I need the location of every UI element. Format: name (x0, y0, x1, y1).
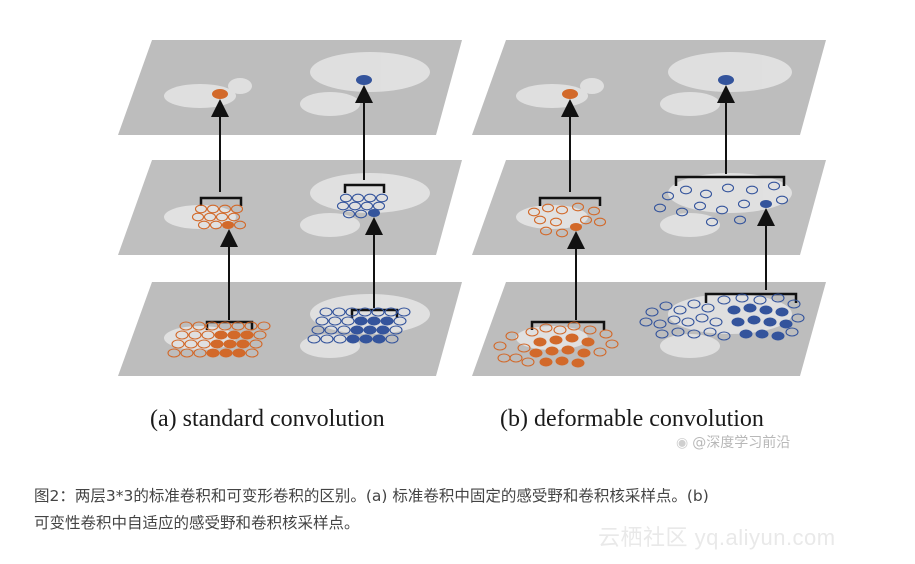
sampling-grid-b-orange-bottom (493, 321, 619, 367)
activation-point-blue-b (718, 75, 734, 85)
weibo-icon: ◉ (676, 435, 689, 451)
bracket-b-blue-bottom (704, 292, 798, 303)
convolution-diagram (118, 40, 826, 376)
panel-b (472, 40, 826, 376)
weibo-watermark: ◉@深度学习前沿 (676, 432, 790, 452)
plane-a-bottom (118, 282, 462, 376)
sample-points-b-orange-bottom (529, 333, 595, 368)
sample-points-a-blue-bottom (346, 316, 394, 344)
activation-point-orange (212, 89, 228, 99)
sampling-grid-b-blue-mid (653, 181, 789, 227)
plane-b-middle (472, 160, 826, 255)
figure-caption: 图2：两层3*3的标准卷积和可变形卷积的区别。(a) 标准卷积中固定的感受野和卷… (34, 483, 904, 537)
sample-points-b-blue-bottom (727, 303, 793, 341)
sampling-grid-a-orange-bottom (167, 321, 271, 358)
weibo-watermark-text: @深度学习前沿 (692, 435, 791, 451)
bracket-b-blue-mid (674, 175, 786, 186)
sampling-grid-a-blue-bottom (307, 307, 411, 344)
bracket-a-orange-bottom (205, 320, 254, 330)
bracket-a-blue-mid (343, 183, 386, 193)
sample-point-b-orange-mid (570, 223, 582, 231)
subcaption-a: (a) standard convolution (150, 406, 385, 432)
figure-caption-line2: 可变性卷积中自适应的感受野和卷积核采样点。 (34, 514, 360, 532)
figure-caption-line1: 图2：两层3*3的标准卷积和可变形卷积的区别。(a) 标准卷积中固定的感受野和卷… (34, 487, 709, 505)
sample-point-a-orange-mid (222, 221, 234, 229)
sampling-grid-a-orange-mid (191, 204, 247, 230)
aliyun-watermark: 云栖社区 yq.aliyun.com (598, 525, 836, 550)
subcaption-b: (b) deformable convolution (500, 406, 764, 432)
sampling-grid-b-blue-bottom (639, 293, 805, 341)
activation-point-blue (356, 75, 372, 85)
sampling-grid-a-blue-mid (336, 193, 389, 219)
sample-points-a-orange-bottom (206, 330, 254, 358)
bracket-b-orange-mid (538, 196, 602, 206)
bracket-a-orange-mid (199, 196, 243, 206)
bracket-a-blue-bottom (350, 308, 399, 318)
activation-point-orange-b (562, 89, 578, 99)
plane-a-top (118, 40, 462, 135)
sample-point-a-blue-mid (368, 209, 380, 217)
plane-b-top (472, 40, 826, 135)
panel-a (118, 40, 462, 376)
bracket-b-orange-bottom (530, 320, 606, 330)
sample-point-b-blue-mid (760, 200, 772, 208)
sampling-grid-b-orange-mid (527, 202, 607, 238)
